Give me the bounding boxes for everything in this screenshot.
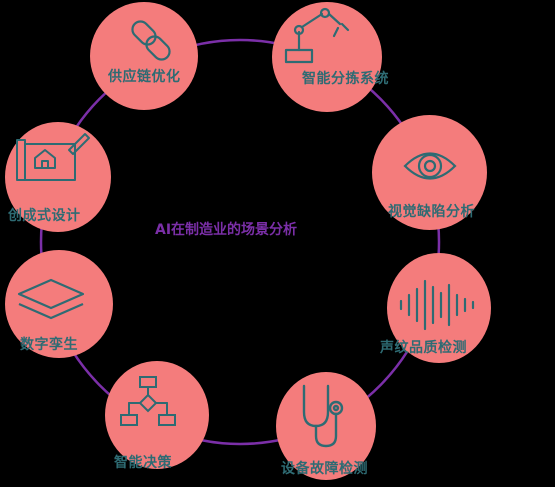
flowchart-icon — [120, 376, 176, 426]
node-generative-design — [5, 122, 111, 232]
center-title: AI在制造业的场景分析 — [155, 222, 298, 238]
eye-icon — [403, 152, 457, 180]
node-equipment-fault — [276, 372, 376, 480]
node-equipment-fault-label: 设备故障检测 — [281, 461, 368, 477]
node-visual-defect — [372, 115, 487, 230]
node-smart-sorting-label: 智能分拣系统 — [302, 71, 389, 87]
blueprint-pencil-icon — [16, 133, 90, 181]
node-voiceprint-quality-label: 声纹品质检测 — [380, 340, 467, 356]
node-generative-design-label: 创成式设计 — [8, 208, 81, 224]
node-smart-decision-label: 智能决策 — [114, 455, 172, 471]
node-supply-chain-label: 供应链优化 — [108, 69, 181, 85]
node-visual-defect-label: 视觉缺陷分析 — [388, 204, 475, 220]
node-supply-chain — [90, 2, 198, 110]
stethoscope-icon — [302, 384, 344, 448]
layers-icon — [17, 278, 85, 320]
sound-wave-icon — [399, 279, 475, 331]
node-smart-decision — [105, 361, 209, 469]
robot-arm-icon — [284, 7, 350, 64]
chain-link-icon — [131, 20, 171, 61]
node-voiceprint-quality — [387, 253, 491, 363]
node-digital-twin-label: 数字孪生 — [20, 337, 78, 353]
node-digital-twin — [5, 250, 113, 358]
node-smart-sorting — [272, 2, 382, 112]
